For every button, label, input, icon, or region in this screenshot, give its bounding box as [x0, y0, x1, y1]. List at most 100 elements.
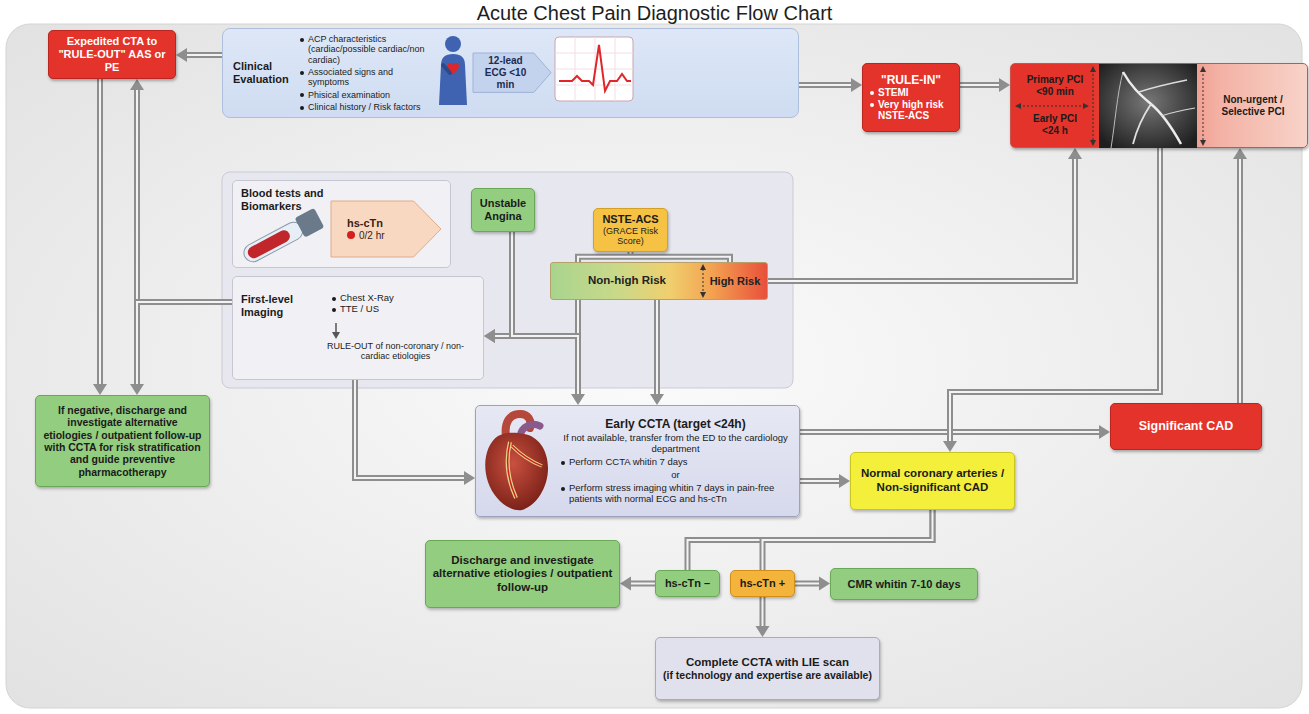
- node-text: Perform stress imaging whitin 7 days in …: [560, 483, 791, 505]
- connector: [512, 232, 585, 405]
- node-text: Complete CCTA with LIE scan: [686, 656, 849, 670]
- illustration-part: [555, 37, 633, 101]
- node-text: TTE / US: [331, 304, 394, 315]
- node-text: ACP characteristics (cardiac/possible ca…: [299, 34, 434, 65]
- illustration-part: [439, 54, 467, 105]
- arrowhead: [756, 626, 770, 637]
- significant-cad-box: Significant CAD: [1110, 403, 1262, 450]
- node-text: Expedited CTA to "RULE-OUT" AAS or PE: [55, 35, 169, 74]
- illustration-part: [1203, 70, 1204, 142]
- illustration-part: [559, 45, 631, 91]
- node-text: RULE-OUT of non-coronary / non-cardiac e…: [313, 341, 478, 362]
- illustration-part: [1090, 140, 1096, 146]
- connector-core: [688, 510, 933, 570]
- node-text: Perform CCTA whitin 7 days: [560, 457, 791, 468]
- illustration-part: [1015, 66, 1206, 146]
- arrowhead: [819, 577, 830, 591]
- connector: [650, 300, 664, 405]
- node-text: Chest X-Ray: [331, 293, 394, 304]
- node-text: Discharge and investigate alternative et…: [432, 554, 613, 595]
- arrowhead: [650, 394, 664, 405]
- connector-line: [688, 510, 933, 570]
- connector: [355, 380, 475, 485]
- risk-bar: Non-high RiskHigh Risk: [550, 262, 768, 300]
- node-text: Associated signs and symptoms: [299, 67, 434, 88]
- connector: [688, 510, 933, 570]
- arrowhead: [1099, 425, 1110, 439]
- title: Acute Chest Pain Diagnostic Flow Chart: [0, 2, 1309, 25]
- evaluation-panel: Clinical EvaluationACP characteristics (…: [222, 28, 799, 118]
- connector: [620, 577, 655, 591]
- arrow-outline: [331, 201, 441, 257]
- illustration-part: [1133, 104, 1151, 144]
- connector: [578, 252, 730, 262]
- connector-core: [656, 300, 658, 395]
- connector-core: [630, 583, 655, 585]
- connector-line: [950, 148, 1160, 442]
- connector-line: [795, 581, 820, 587]
- connector-line: [654, 300, 660, 395]
- illustration-part: [1139, 80, 1187, 92]
- illustration-part: [1019, 106, 1085, 107]
- arrowhead: [176, 48, 187, 62]
- node-text: 0/2 hr: [347, 230, 385, 242]
- arrowhead: [484, 329, 495, 343]
- patient-icon: [439, 36, 467, 105]
- heart-illustration: [476, 406, 566, 518]
- node-text: (if technology and expertise are availab…: [663, 669, 872, 681]
- node-text: CMR whitin 7-10 days: [847, 578, 960, 591]
- connector-line: [800, 478, 840, 484]
- node-text: Non-urgent / Selective PCI: [1203, 94, 1303, 118]
- illustration-part: [240, 208, 324, 267]
- connector: [768, 148, 1082, 281]
- connector-line: [137, 302, 232, 385]
- node-text: If negative, discharge and investigate a…: [42, 404, 203, 478]
- arrowhead: [1068, 148, 1082, 159]
- rule-out-box: Expedited CTA to "RULE-OUT" AAS or PE: [48, 30, 176, 79]
- arrowhead: [620, 577, 631, 591]
- illustration-part: [295, 208, 325, 238]
- connector-core: [1239, 158, 1241, 403]
- bullet-list: ACP characteristics (cardiac/possible ca…: [299, 33, 434, 113]
- illustration-part: [1015, 103, 1021, 109]
- lie-scan-box: Complete CCTA with LIE scan(if technolog…: [655, 637, 880, 700]
- connector-line: [768, 158, 1075, 281]
- cmr-box: CMR whitin 7-10 days: [830, 568, 978, 600]
- node-text: Normal coronary arteries / Non-significa…: [857, 467, 1008, 494]
- node-text: Primary PCI <90 min: [1024, 74, 1086, 98]
- nste-acs-box: NSTE-ACS(GRACE Risk Score): [593, 208, 668, 252]
- connector-core: [762, 597, 764, 627]
- illustration-part: [332, 332, 340, 339]
- connector-line: [137, 89, 232, 302]
- illustration-part: [1161, 108, 1195, 116]
- arrowhead: [571, 394, 585, 405]
- rule-in-box: "RULE-IN"STEMIVery high risk NSTE-ACS: [862, 63, 960, 132]
- connector: [799, 78, 862, 92]
- node-text: Blood tests and Biomarkers: [241, 187, 345, 213]
- arrowhead: [93, 384, 107, 395]
- illustration-part: [512, 446, 542, 466]
- node-text: Very high risk NSTE-ACS: [869, 99, 953, 123]
- bullet-list: Chest X-RayTTE / US: [331, 293, 394, 315]
- discharge-box: If negative, discharge and investigate a…: [35, 395, 210, 487]
- connector-core: [960, 84, 1000, 86]
- illustration-part: [443, 65, 450, 73]
- arrowhead: [851, 78, 862, 92]
- illustration-part: [1200, 66, 1206, 72]
- node-text: hs-cTn: [347, 217, 383, 230]
- connector: [800, 425, 1110, 439]
- connector-core: [186, 54, 222, 56]
- connector-line: [186, 52, 222, 58]
- arrowhead: [839, 474, 850, 488]
- arrowhead: [943, 441, 957, 452]
- connector-core: [99, 79, 101, 385]
- troponin-arrow: hs-cTn0/2 hr: [331, 201, 441, 257]
- connector-line: [630, 581, 655, 587]
- connector-core: [763, 510, 933, 570]
- normal-coronary-box: Normal coronary arteries / Non-significa…: [850, 452, 1015, 510]
- illustration-part: [700, 292, 706, 298]
- illustration-part: [703, 269, 704, 293]
- node-text: Non-high Risk: [588, 274, 666, 288]
